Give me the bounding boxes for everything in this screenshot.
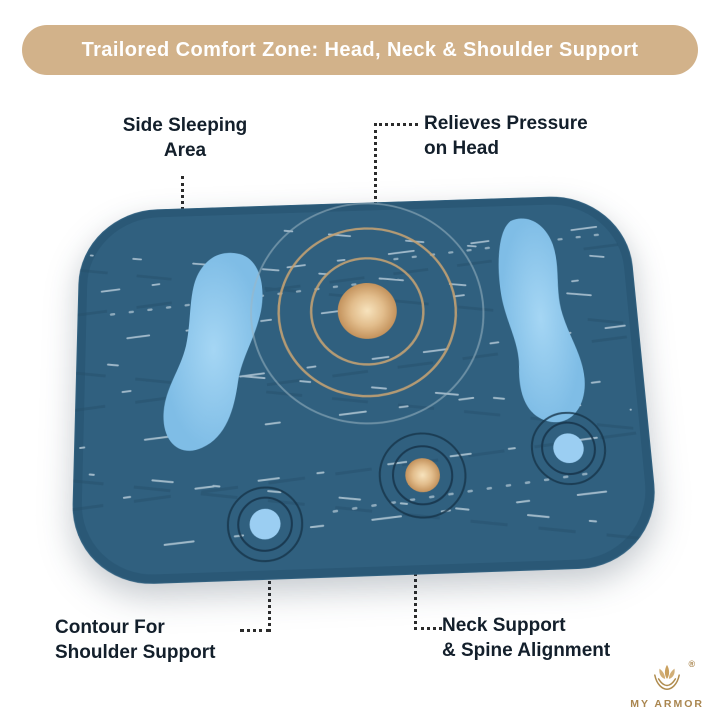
callout-neck-support-spine-alignment: Neck Support & Spine Alignment [442,615,611,661]
callout-side-sleeping-area: Side Sleeping Area [122,115,248,161]
title-banner: Trailored Comfort Zone: Head, Neck & Sho… [22,25,698,75]
registered-mark: ® [688,659,696,669]
leader-line-shoulder-horizontal [240,629,270,632]
brand-name: MY ARMOR [630,698,704,710]
leader-line-neck-vertical [414,500,417,630]
callout-contour-for-shoulder-support: Contour For Shoulder Support [55,617,216,663]
shoulder-contour-zone-right [529,412,608,486]
pillow-image [64,189,669,594]
leader-line-shoulder-vertical [268,546,271,632]
lotus-icon [654,664,681,690]
head-pressure-zone [250,200,491,427]
leader-line-head-horizontal [374,123,418,126]
shoulder-contour-zone-left [228,486,303,562]
banner-title: Trailored Comfort Zone: Head, Neck & Sho… [81,38,639,61]
pillow-svg [64,189,669,594]
side-sleeping-zone-left [163,251,265,452]
leader-line-neck-horizontal [414,627,442,630]
brand-logo: ® MY ARMOR [630,659,704,710]
neck-support-zone [378,432,468,519]
callout-relieves-pressure-on-head: Relieves Pressure on Head [424,113,588,159]
